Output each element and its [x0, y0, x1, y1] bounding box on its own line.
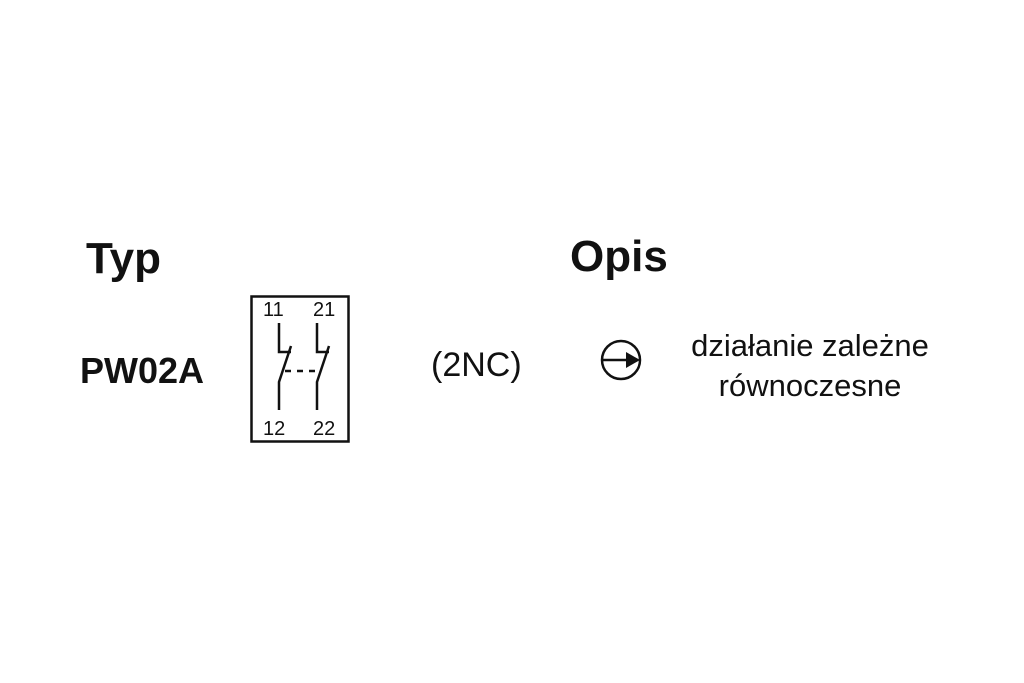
header-opis: Opis — [570, 232, 668, 281]
terminal-22: 22 — [313, 418, 335, 440]
simultaneous-action-icon — [600, 339, 642, 381]
terminal-12: 12 — [263, 418, 285, 440]
description: działanie zależne równoczesne — [660, 326, 960, 406]
terminal-11: 11 — [263, 299, 284, 321]
model-label: PW02A — [80, 350, 205, 391]
contact-diagram: 11 21 12 22 — [250, 295, 350, 443]
description-line-1: działanie zależne — [691, 328, 929, 363]
description-line-2: równoczesne — [718, 368, 902, 403]
header-typ: Typ — [86, 234, 161, 283]
terminal-21: 21 — [313, 299, 335, 321]
contact-config: (2NC) — [431, 346, 522, 384]
